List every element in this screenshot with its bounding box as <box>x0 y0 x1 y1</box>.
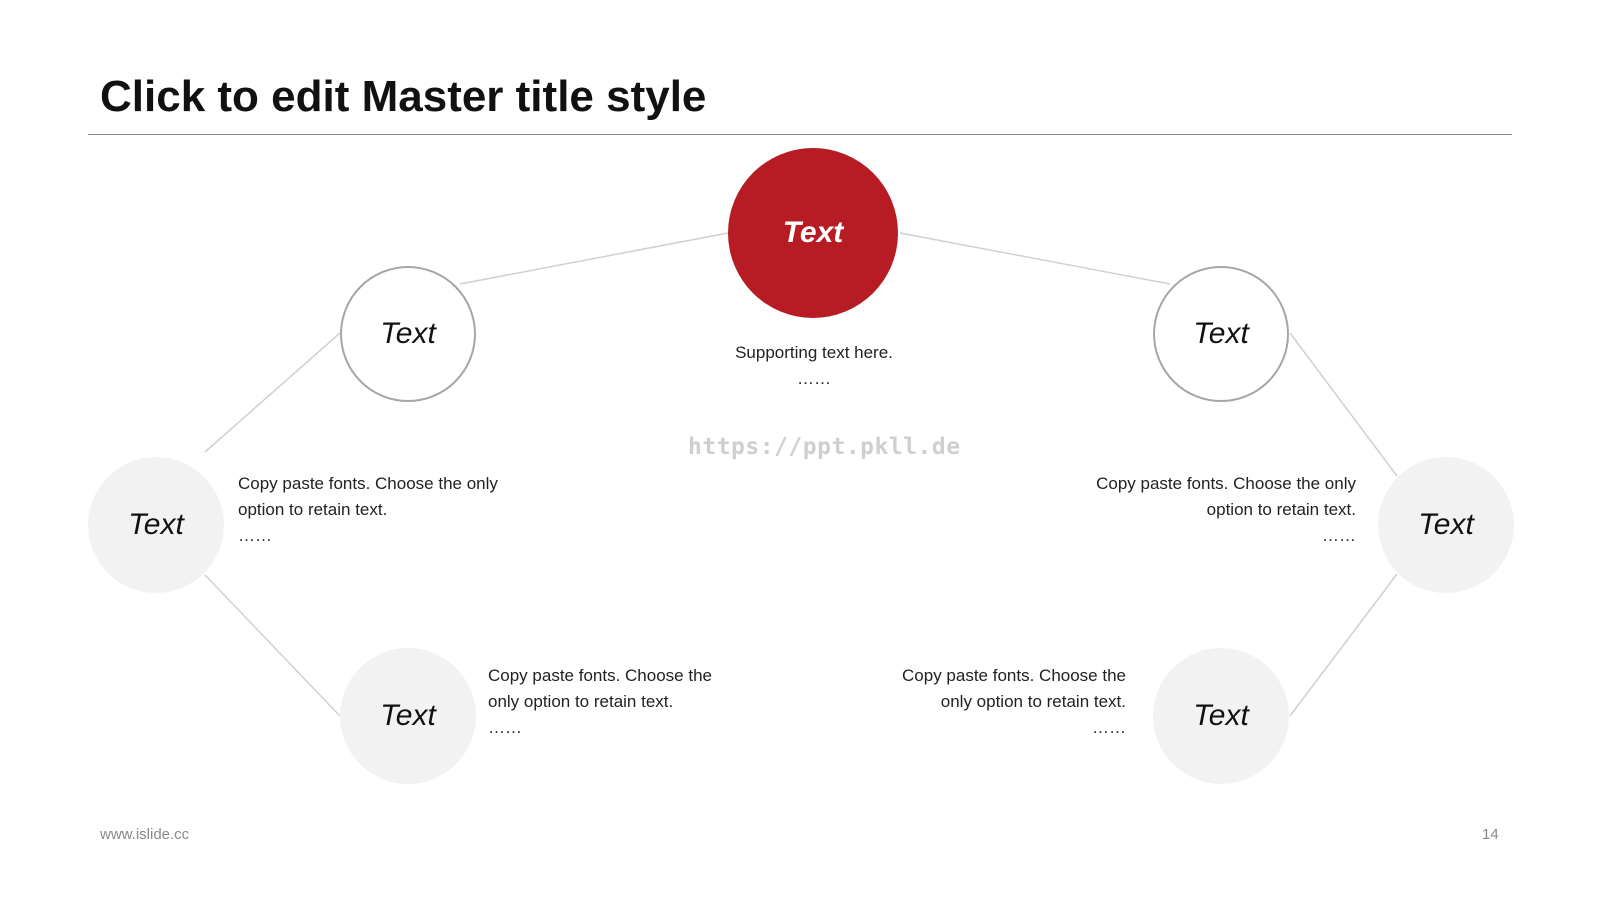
center-description-dots: …… <box>797 369 831 388</box>
mid-left-description: Copy paste fonts. Choose the only option… <box>238 471 558 549</box>
lower-right-description: Copy paste fonts. Choose the only option… <box>826 663 1126 741</box>
upper-right-node-label: Text <box>1193 317 1249 350</box>
connector-mid-right-lower-right <box>1289 573 1398 717</box>
mid-left-description-line2: option to retain text. <box>238 500 388 519</box>
center-description-text: Supporting text here. <box>735 343 893 362</box>
lower-left-node[interactable]: Text <box>340 648 476 784</box>
mid-left-description-line1: Copy paste fonts. Choose the only <box>238 474 498 493</box>
mid-right-description-line1: Copy paste fonts. Choose the only <box>1096 474 1356 493</box>
lower-left-description-line2: only option to retain text. <box>488 692 674 711</box>
lower-right-description-dots: …… <box>1092 718 1126 737</box>
mid-right-description-line2: option to retain text. <box>1206 500 1356 519</box>
lower-right-node-label: Text <box>1193 699 1249 732</box>
connector-center-upper-left <box>459 232 729 285</box>
mid-right-description-dots: …… <box>1322 526 1356 545</box>
upper-right-node[interactable]: Text <box>1153 266 1289 402</box>
footer-website: www.islide.cc <box>100 826 190 843</box>
mid-right-node[interactable]: Text <box>1378 457 1514 593</box>
lower-right-description-line2: only option to retain text. <box>940 692 1126 711</box>
center-node-description: Supporting text here. …… <box>700 340 928 392</box>
lower-left-description: Copy paste fonts. Choose the only option… <box>488 663 788 741</box>
mid-left-node-label: Text <box>128 508 184 541</box>
connector-upper-left-mid-left <box>204 332 341 453</box>
center-node-label: Text <box>782 216 844 249</box>
slide-title: Click to edit Master title style <box>100 72 707 121</box>
mid-right-node-label: Text <box>1418 508 1474 541</box>
lower-left-description-dots: …… <box>488 718 522 737</box>
lower-right-node[interactable]: Text <box>1153 648 1289 784</box>
watermark: https://ppt.pkll.de <box>688 434 961 460</box>
center-node[interactable]: Text <box>728 148 898 318</box>
mid-left-description-dots: …… <box>238 526 272 545</box>
title-divider <box>88 134 1512 135</box>
lower-left-node-label: Text <box>380 699 436 732</box>
page-number: 14 <box>1482 826 1499 843</box>
connector-mid-left-lower-left <box>204 574 341 717</box>
lower-right-description-line1: Copy paste fonts. Choose the <box>902 666 1126 685</box>
upper-left-node-label: Text <box>380 317 436 350</box>
mid-left-node[interactable]: Text <box>88 457 224 593</box>
lower-left-description-line1: Copy paste fonts. Choose the <box>488 666 712 685</box>
connector-center-upper-right <box>899 232 1171 285</box>
mid-right-description: Copy paste fonts. Choose the only option… <box>1036 471 1356 549</box>
connector-upper-right-mid-right <box>1289 332 1398 477</box>
upper-left-node[interactable]: Text <box>340 266 476 402</box>
